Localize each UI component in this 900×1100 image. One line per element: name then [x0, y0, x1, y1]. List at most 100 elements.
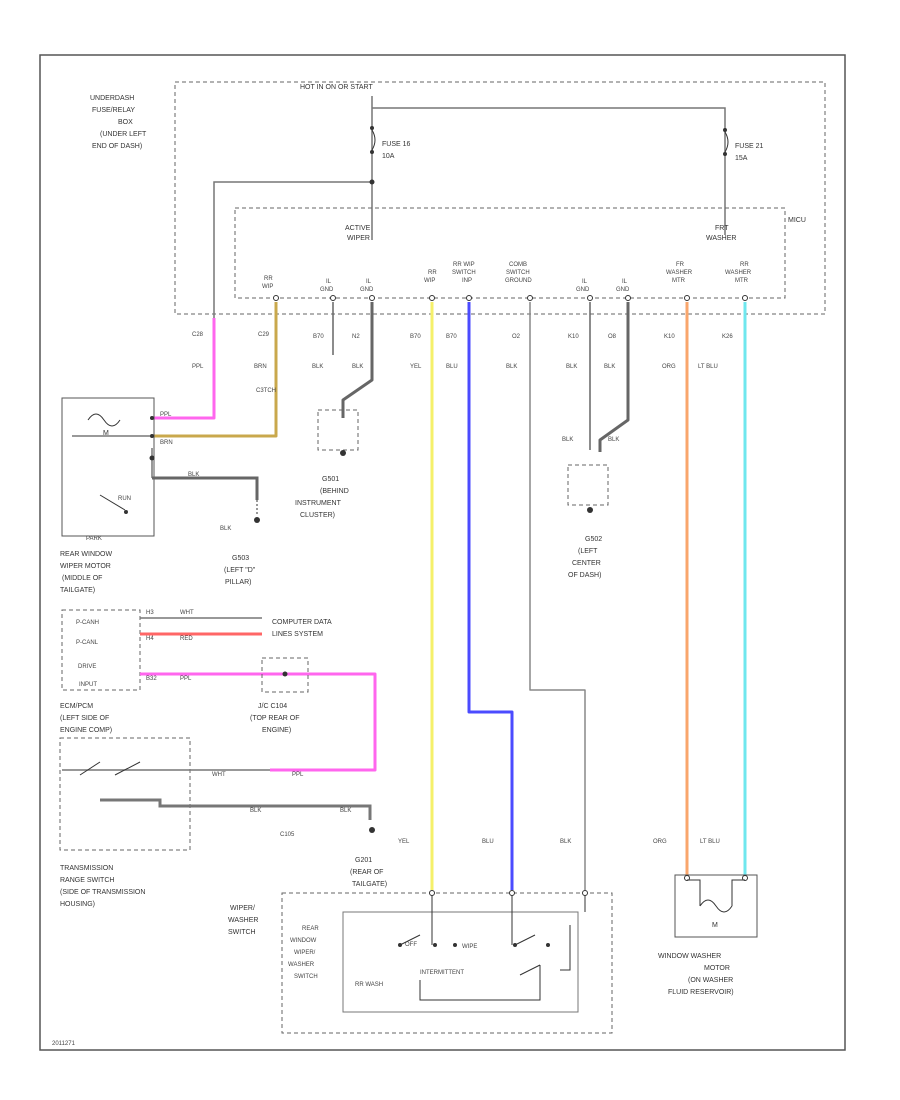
wire-brn-rear-motor — [152, 302, 278, 438]
svg-text:WASHER: WASHER — [288, 962, 315, 968]
svg-text:TRANSMISSION: TRANSMISSION — [60, 865, 113, 872]
svg-text:WHT: WHT — [212, 772, 226, 778]
svg-text:10A: 10A — [382, 153, 395, 160]
svg-text:(REAR OF: (REAR OF — [350, 869, 383, 876]
junction-c104: J/C C104 (TOP REAR OF ENGINE) — [250, 657, 309, 734]
svg-text:BLK: BLK — [506, 364, 517, 370]
svg-text:C28: C28 — [192, 332, 204, 338]
svg-text:YEL: YEL — [398, 839, 410, 845]
svg-text:(LEFT "D": (LEFT "D" — [224, 567, 256, 574]
svg-text:LT BLU: LT BLU — [700, 839, 720, 845]
g502-ground: BLK BLK G502 (LEFT CENTER OF DASH) — [562, 437, 619, 579]
svg-text:INTERMITTENT: INTERMITTENT — [420, 970, 464, 976]
svg-text:(MIDDLE OF: (MIDDLE OF — [62, 575, 102, 582]
svg-text:GND: GND — [616, 287, 630, 293]
svg-text:(LEFT SIDE OF: (LEFT SIDE OF — [60, 715, 109, 722]
svg-text:C3TCH: C3TCH — [256, 388, 276, 394]
svg-text:OFF: OFF — [405, 942, 417, 948]
svg-text:K10: K10 — [568, 334, 579, 340]
svg-text:FR: FR — [676, 262, 685, 268]
svg-text:J/C C104: J/C C104 — [258, 703, 287, 710]
svg-text:WHT: WHT — [180, 610, 194, 616]
svg-text:(SIDE OF TRANSMISSION: (SIDE OF TRANSMISSION — [60, 889, 145, 896]
svg-text:TAILGATE): TAILGATE) — [352, 881, 387, 888]
svg-text:GND: GND — [320, 287, 334, 293]
svg-text:OF DASH): OF DASH) — [568, 572, 601, 579]
svg-text:H3: H3 — [146, 610, 154, 616]
g501-ground: G501 (BEHIND INSTRUMENT CLUSTER) — [295, 409, 359, 519]
micu-pins — [273, 295, 748, 301]
svg-text:BLK: BLK — [604, 364, 615, 370]
svg-text:ACTIVE: ACTIVE — [345, 225, 371, 232]
svg-text:SWITCH: SWITCH — [452, 270, 476, 276]
svg-text:IL: IL — [366, 279, 372, 285]
micu-pin-labels: RR WIP IL GND IL GND RR WIP RR WIP SWITC… — [262, 262, 752, 293]
svg-text:GND: GND — [360, 287, 374, 293]
g201-label: G201 (REAR OF TAILGATE) — [350, 857, 387, 888]
svg-text:N2: N2 — [352, 334, 360, 340]
svg-text:PPL: PPL — [192, 364, 204, 370]
svg-text:FUSE 16: FUSE 16 — [382, 141, 411, 148]
svg-text:ENGINE COMP): ENGINE COMP) — [60, 727, 112, 734]
svg-text:FUSE 21: FUSE 21 — [735, 143, 764, 150]
svg-text:WIPER/: WIPER/ — [230, 905, 255, 912]
svg-text:C105: C105 — [280, 832, 295, 838]
svg-text:ORG: ORG — [662, 364, 676, 370]
svg-text:MOTOR: MOTOR — [704, 965, 730, 972]
svg-text:BLU: BLU — [482, 839, 494, 845]
svg-text:RANGE SWITCH: RANGE SWITCH — [60, 877, 114, 884]
svg-text:C29: C29 — [258, 332, 270, 338]
svg-text:G503: G503 — [232, 555, 249, 562]
svg-text:PPL: PPL — [180, 676, 192, 682]
svg-text:BLK: BLK — [608, 437, 619, 443]
svg-text:END OF DASH): END OF DASH) — [92, 143, 142, 150]
micu-module: MICU ACTIVE WIPER FRT WASHER — [234, 207, 806, 299]
range-switch-label: TRANSMISSION RANGE SWITCH (SIDE OF TRANS… — [60, 865, 145, 908]
ecm-label: ECM/PCM (LEFT SIDE OF ENGINE COMP) — [60, 703, 112, 734]
svg-text:WASHER: WASHER — [228, 917, 258, 924]
svg-text:P-CANL: P-CANL — [76, 640, 99, 646]
svg-text:WIPER/: WIPER/ — [294, 950, 316, 956]
svg-text:O2: O2 — [512, 334, 521, 340]
svg-text:INSTRUMENT: INSTRUMENT — [295, 500, 342, 507]
svg-text:BLK: BLK — [250, 808, 261, 814]
svg-text:BLK: BLK — [566, 364, 577, 370]
svg-text:(UNDER LEFT: (UNDER LEFT — [100, 131, 147, 138]
svg-text:B70: B70 — [446, 334, 457, 340]
svg-text:INP: INP — [462, 278, 472, 284]
g503-ground-label: G503 (LEFT "D" PILLAR) — [224, 555, 256, 586]
svg-text:CENTER: CENTER — [572, 560, 601, 567]
svg-text:MICU: MICU — [788, 217, 806, 224]
svg-text:DRIVE: DRIVE — [78, 664, 96, 670]
wire-color-labels-upper: PPL BRN BLK BLK YEL BLU BLK BLK BLK ORG … — [192, 364, 718, 370]
svg-text:RED: RED — [180, 636, 193, 642]
svg-text:IL: IL — [326, 279, 332, 285]
svg-text:INPUT: INPUT — [79, 682, 97, 688]
rear-window-wiper-motor: M PPL BRN BLK BLK RUN PARK C3TCH — [61, 388, 276, 542]
svg-text:WIPER: WIPER — [347, 235, 370, 242]
svg-text:GND: GND — [576, 287, 590, 293]
svg-text:PPL: PPL — [292, 772, 304, 778]
svg-text:GROUND: GROUND — [505, 278, 532, 284]
svg-text:RR: RR — [740, 262, 749, 268]
transmission-range-switch: WHT PPL BLK BLK C105 — [59, 737, 375, 851]
svg-text:WINDOW WASHER: WINDOW WASHER — [658, 953, 721, 960]
svg-text:SWITCH: SWITCH — [228, 929, 256, 936]
svg-text:BOX: BOX — [118, 119, 133, 126]
figure-id: 2011271 — [52, 1041, 76, 1047]
svg-text:G501: G501 — [322, 476, 339, 483]
svg-text:WIPE: WIPE — [462, 944, 477, 950]
svg-text:WASHER: WASHER — [666, 270, 693, 276]
svg-text:COMB: COMB — [509, 262, 527, 268]
svg-text:BLK: BLK — [560, 839, 571, 845]
svg-text:FLUID RESERVOIR): FLUID RESERVOIR) — [668, 989, 734, 996]
svg-text:PARK: PARK — [86, 536, 102, 542]
svg-text:RR WIP: RR WIP — [453, 262, 475, 268]
svg-text:RR: RR — [264, 276, 273, 282]
svg-text:BLK: BLK — [188, 472, 199, 478]
svg-text:YEL: YEL — [410, 364, 422, 370]
svg-text:G502: G502 — [585, 536, 602, 543]
diagram-border — [39, 54, 846, 1051]
svg-text:SWITCH: SWITCH — [294, 974, 318, 980]
